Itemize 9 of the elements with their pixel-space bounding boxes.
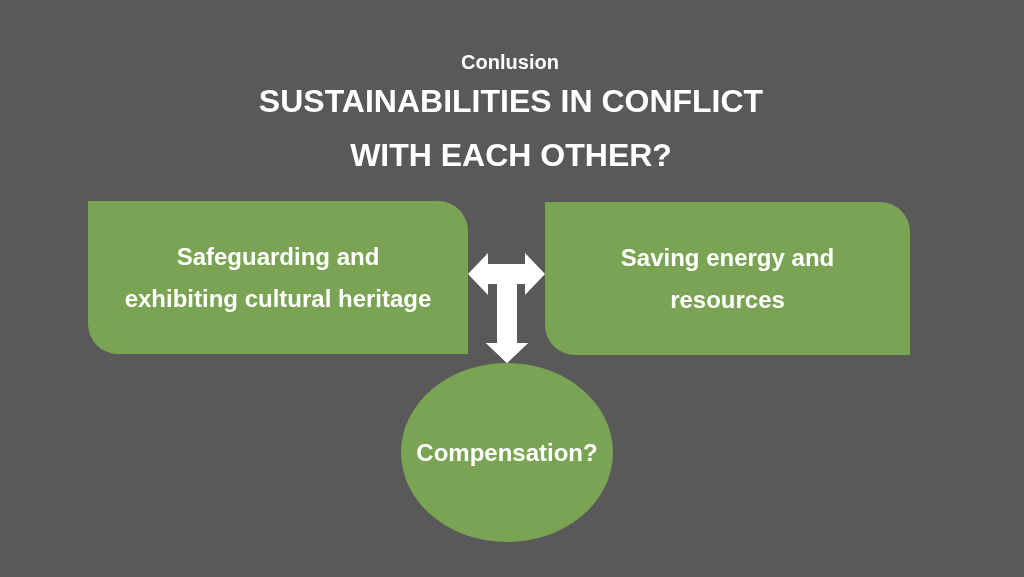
node-text: Safeguarding and exhibiting cultural heritage [123, 241, 433, 314]
node-text: Saving energy and resources [619, 242, 836, 315]
node-text: Compensation? [416, 437, 598, 468]
subtitle: Conlusion [461, 50, 559, 75]
concept-oval [401, 363, 613, 542]
slide-title: SUSTAINABILITIES IN CONFLICT WITH EACH OTHER? [257, 82, 765, 175]
concept-box [88, 201, 468, 354]
concept-box [545, 202, 910, 355]
double-arrow [468, 253, 545, 295]
